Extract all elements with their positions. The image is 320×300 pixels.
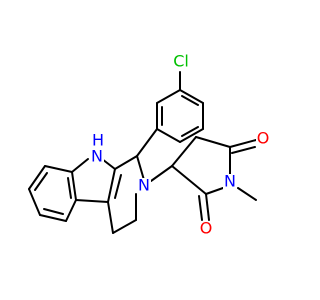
bond-n1p-methyl xyxy=(237,187,257,201)
bond-n9-c8a xyxy=(71,158,89,173)
oxygen-bottom-label: O xyxy=(200,219,213,238)
nh-h-label-bg xyxy=(91,134,105,148)
succinimide-n-label: N xyxy=(224,172,236,191)
bond-ar6 xyxy=(156,89,181,104)
bond-ar-dbl1 xyxy=(181,95,199,106)
indole-h-label: H xyxy=(92,131,104,150)
bond-c5p-o xyxy=(229,139,257,148)
succinimide-ring xyxy=(150,136,257,221)
bond-c2p-c3p xyxy=(171,165,207,195)
indole-n-label: N xyxy=(91,147,103,166)
ring-n-label: N xyxy=(138,176,150,195)
bond-c9a-n9 xyxy=(101,158,116,170)
bond-c1-n2 xyxy=(136,155,145,181)
carboline-core xyxy=(71,128,158,234)
bond-ar-dbl2 xyxy=(181,126,199,137)
oxygen-top-label: O xyxy=(257,129,270,148)
chlorophenyl-ring xyxy=(156,71,204,143)
molecule-canvas: Cl H N N N O O xyxy=(28,51,270,238)
molecule-structure: Cl H N N N O O xyxy=(28,52,270,238)
bond-bz5 xyxy=(65,199,77,222)
bond-c9a-c4a-dbl xyxy=(114,174,122,199)
chlorine-label: Cl xyxy=(173,52,189,71)
bond-ar3 xyxy=(179,128,204,143)
o-bottom-label-bg xyxy=(199,221,213,237)
bond-ar1 xyxy=(179,89,204,104)
bond-c2p-o-dbl xyxy=(198,195,203,221)
bond-c1-aryl xyxy=(136,128,158,157)
bond-c4p-c5p xyxy=(195,136,231,148)
bond-c2p-o xyxy=(205,193,210,221)
atom-labels: Cl H N N N O O xyxy=(90,52,270,238)
succinimide-n-label-bg xyxy=(223,174,237,190)
bond-c1-c9a xyxy=(114,155,138,170)
bond-n1p-c2p xyxy=(205,187,224,195)
benzo-ring xyxy=(28,165,77,222)
bond-c3-c4 xyxy=(112,219,137,234)
bond-bz-dbl3 xyxy=(67,177,72,199)
bond-c5p-o-dbl xyxy=(231,146,256,154)
ring-n-label-bg xyxy=(137,178,151,194)
cl-label-bg xyxy=(171,52,191,70)
bond-c9a-c4a xyxy=(107,168,116,203)
indole-n-label-bg xyxy=(90,149,104,165)
bond-n2-c3p xyxy=(150,165,173,182)
bond-c4a-c4b xyxy=(75,199,109,203)
bond-bz3 xyxy=(28,188,41,216)
bond-ar4 xyxy=(156,128,181,143)
bond-bz4 xyxy=(39,214,67,222)
bond-bz-dbl2 xyxy=(43,208,64,215)
o-top-label-bg xyxy=(256,131,270,147)
bond-bz1 xyxy=(44,165,73,173)
bond-bz-dbl1 xyxy=(34,172,48,191)
bond-bz2 xyxy=(28,165,46,190)
bond-c4-c4a xyxy=(107,201,114,234)
bond-c3p-c4p xyxy=(171,136,197,167)
bond-c8a-c4b xyxy=(71,171,77,201)
